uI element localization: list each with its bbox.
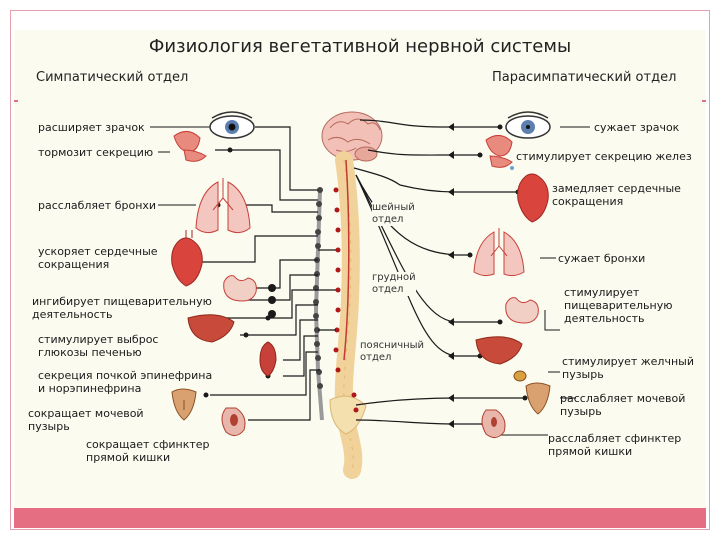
symp-effect-heart: ускоряет сердечные сокращения xyxy=(38,245,158,271)
sympathetic-chain xyxy=(313,187,324,421)
sympathetic-heading: Симпатический отдел xyxy=(36,70,189,85)
rectum-icon-right xyxy=(481,409,506,438)
sympathetic-nerves xyxy=(200,126,336,421)
liver-icon-right xyxy=(475,336,527,382)
symp-effect-digestion: ингибирует пищеварительную деятельность xyxy=(32,295,212,321)
accent-line-right xyxy=(702,100,706,102)
parasymp-effect-pupil: сужает зрачок xyxy=(594,121,680,134)
parasymp-effect-digestion: стимулирует пищеварительную деятельность xyxy=(564,286,673,325)
bottom-accent-bar xyxy=(14,508,706,528)
slide-title: Физиология вегетативной нервной системы xyxy=(148,36,572,57)
parasympathetic-heading: Парасимпатический отдел xyxy=(492,70,677,85)
parasymp-effect-bronchi: сужает бронхи xyxy=(558,252,646,265)
symp-effect-bladder: сокращает мочевой пузырь xyxy=(28,407,144,433)
parasymp-effect-sphincter: расслабляет сфинктер прямой кишки xyxy=(548,432,682,458)
eye-icon-left xyxy=(209,111,255,139)
spinal-ganglia xyxy=(333,187,359,413)
lungs-icon-right xyxy=(473,228,525,277)
symp-effect-adrenal: секреция почкой эпинефрина и норэпинефри… xyxy=(38,369,213,395)
symp-effect-pupil: расширяет зрачок xyxy=(38,121,145,134)
symp-effect-secretion: тормозит секрецию xyxy=(38,146,154,159)
parasymp-effect-gallbladder: стимулирует желчный пузырь xyxy=(562,355,694,381)
slide-frame xyxy=(10,10,710,530)
spine-label-cervical: шейный отдел xyxy=(372,202,415,226)
bladder-icon-right xyxy=(525,382,551,415)
parasymp-effect-heart: замедляет сердечные сокращения xyxy=(552,182,681,208)
kidney-icon-left xyxy=(259,341,277,377)
heart-icon-right xyxy=(517,173,549,223)
content-panel xyxy=(14,30,706,508)
liver-icon-left xyxy=(187,314,235,343)
heart-icon-left xyxy=(171,230,203,287)
spinal-column xyxy=(329,151,367,479)
label-leaders xyxy=(150,126,590,436)
brain-illustration xyxy=(321,111,383,162)
spine-label-thoracic: грудной отдел xyxy=(372,272,416,296)
parasymp-effect-bladder: расслабляет мочевой пузырь xyxy=(560,392,686,418)
salivary-gland-icon-right xyxy=(485,135,514,170)
spine-label-lumbar: поясничный отдел xyxy=(360,340,425,364)
stomach-icon-right xyxy=(505,297,539,324)
symp-effect-sphincter: сокращает сфинктер прямой кишки xyxy=(86,438,210,464)
bladder-icon-left xyxy=(171,388,197,421)
accent-line-left xyxy=(14,100,18,102)
parasymp-effect-glands: стимулирует секрецию желез xyxy=(516,150,692,163)
symp-effect-bronchi: расслабляет бронхи xyxy=(38,199,157,212)
lungs-icon-left xyxy=(195,178,251,234)
salivary-gland-icon-left xyxy=(173,131,207,162)
stomach-icon-left xyxy=(223,275,257,302)
symp-effect-glucose: стимулирует выброс глюкозы печенью xyxy=(38,333,159,359)
eye-icon-right xyxy=(505,111,551,139)
rectum-icon-left xyxy=(221,407,246,436)
sympathetic-ganglia xyxy=(268,284,276,318)
